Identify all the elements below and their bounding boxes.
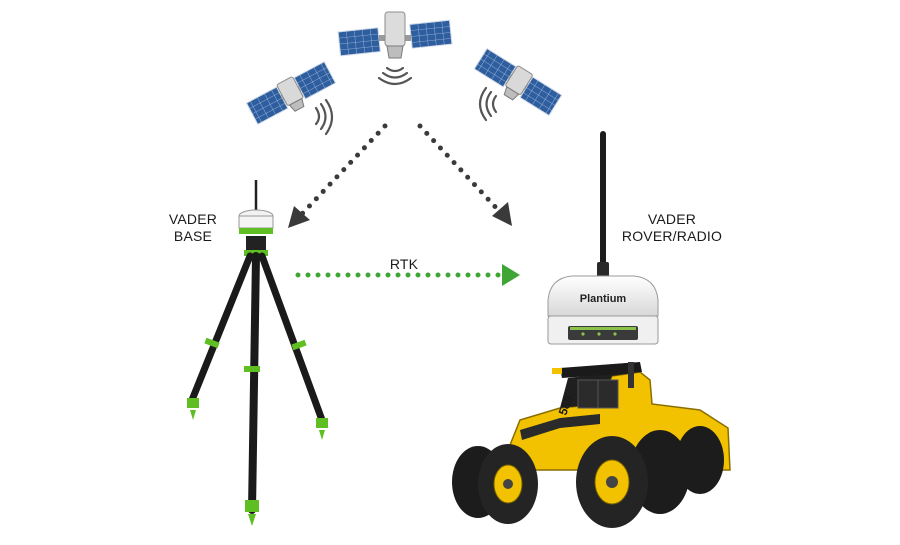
rtk-arrow xyxy=(295,264,520,286)
base-label-line-2: BASE xyxy=(173,228,213,244)
rover-label: VADER ROVER/RADIO xyxy=(612,211,732,245)
satellite-icon xyxy=(473,47,563,117)
radio-brand-logo: Plantium xyxy=(580,293,627,305)
rtk-label: RTK xyxy=(389,256,419,272)
tractor-rear-wheels xyxy=(576,426,724,528)
tractor-model-badge: 580 xyxy=(556,393,576,417)
signal-waves xyxy=(314,98,334,136)
rover-label-line-1: VADER xyxy=(647,211,697,227)
satellite-icon xyxy=(337,11,453,59)
gnss-arrow-to-base xyxy=(288,123,388,228)
rover-radio-box-icon: Plantium xyxy=(547,275,659,345)
signal-waves xyxy=(478,86,498,122)
tripod-icon xyxy=(187,180,328,526)
signal-waves xyxy=(377,66,413,86)
base-label: VADER BASE xyxy=(160,211,226,245)
gnss-base-receiver-icon xyxy=(238,209,274,234)
satellite-icon xyxy=(245,61,337,125)
radio-antenna-icon xyxy=(597,131,609,279)
tractor-icon: 580 xyxy=(452,362,731,528)
rover-label-line-2: ROVER/RADIO xyxy=(621,228,723,244)
gnss-arrow-to-rover xyxy=(417,123,512,226)
base-label-line-1: VADER xyxy=(168,211,218,227)
tractor-front-wheels xyxy=(452,444,538,524)
